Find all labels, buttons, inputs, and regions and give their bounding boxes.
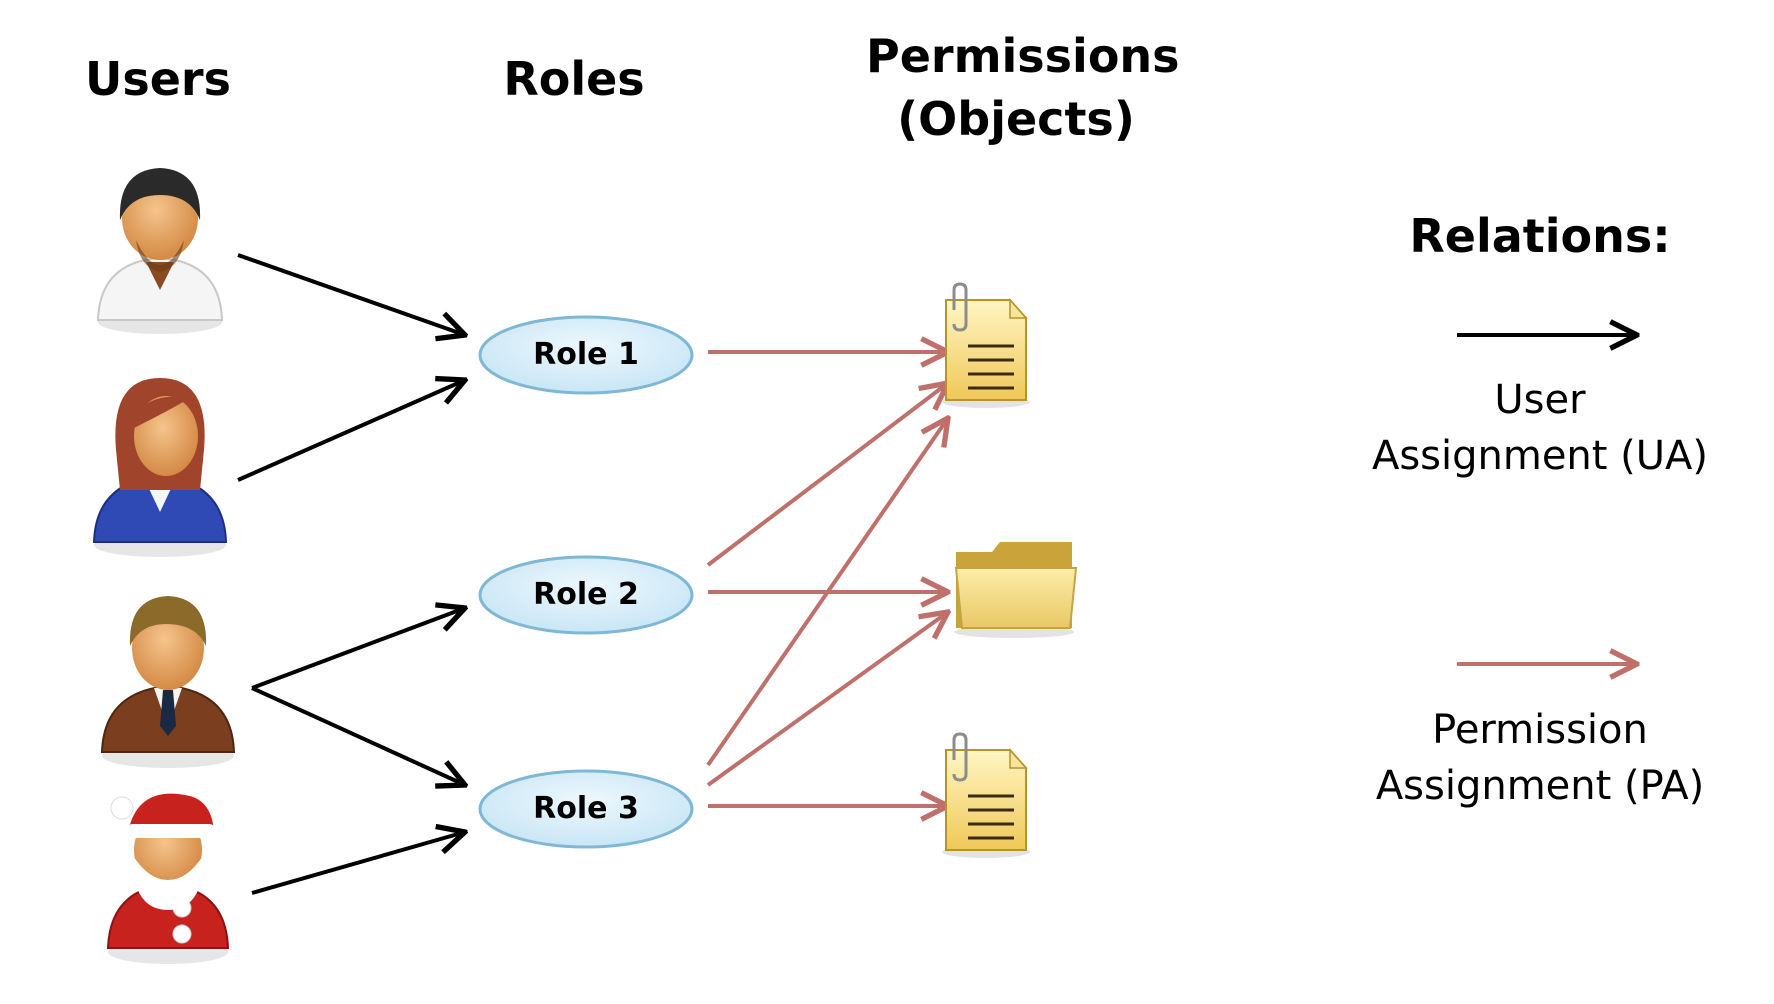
- ua-arrow: [251, 686, 465, 785]
- pa-arrow: [706, 383, 948, 567]
- role-ellipses: [478, 315, 694, 849]
- role-2-ellipse: [478, 555, 694, 635]
- permissions-heading-line2: (Objects): [897, 92, 1135, 146]
- role-3-label: Role 3: [533, 791, 639, 826]
- ua-arrow: [251, 832, 465, 895]
- document-icon: [942, 732, 1030, 858]
- ua-arrow: [237, 253, 465, 335]
- legend-pa-line2: Assignment (PA): [1375, 763, 1705, 809]
- user-white-shirt-icon: [96, 168, 224, 334]
- user-santa-icon: [106, 793, 230, 964]
- pa-arrow: [706, 612, 948, 787]
- user-man-suit-icon: [100, 596, 236, 768]
- folder-icon: [954, 542, 1078, 638]
- legend-pa-label: Permission Assignment (PA): [1340, 702, 1740, 814]
- role-1-ellipse: [478, 315, 694, 395]
- role-1-label: Role 1: [533, 337, 639, 372]
- role-3-ellipse: [478, 769, 694, 849]
- permissions-heading-line1: Permissions: [866, 29, 1180, 83]
- pa-arrow: [706, 418, 948, 767]
- legend-ua-line1: User: [1494, 377, 1586, 423]
- permissions-heading: Permissions (Objects): [866, 25, 1180, 151]
- roles-heading: Roles: [503, 52, 645, 106]
- legend-ua-line2: Assignment (UA): [1371, 433, 1709, 479]
- pa-arrows: [706, 352, 948, 806]
- legend-title: Relations:: [1409, 209, 1671, 263]
- ua-arrow: [237, 380, 465, 482]
- legend-ua-label: User Assignment (UA): [1340, 372, 1740, 484]
- ua-arrow: [251, 608, 465, 690]
- user-woman-blue-icon: [92, 378, 228, 557]
- legend-pa-line1: Permission: [1432, 707, 1648, 753]
- users-heading: Users: [85, 52, 231, 106]
- role-2-label: Role 2: [533, 577, 639, 612]
- ua-arrows: [237, 253, 465, 895]
- document-icon: [942, 282, 1030, 408]
